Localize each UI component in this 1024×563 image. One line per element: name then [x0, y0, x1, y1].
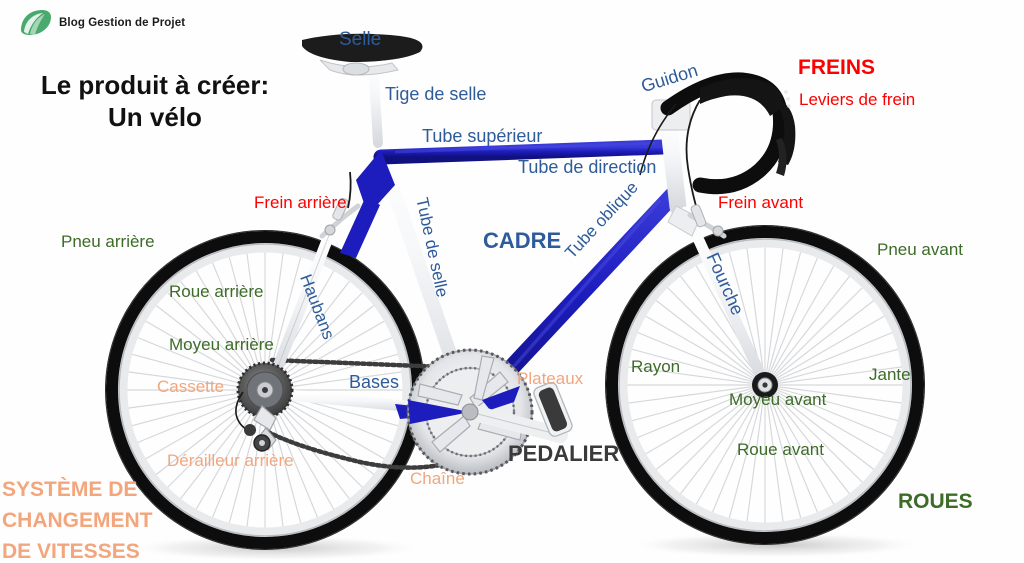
- rear-derailleur: [235, 391, 277, 452]
- front-rim: [618, 238, 912, 532]
- seat-post: [368, 57, 383, 148]
- page-title: Le produit à créer: Un vélo: [10, 70, 300, 133]
- label-tige-de-selle: Tige de selle: [385, 84, 487, 104]
- label-tube-superieur: Tube supérieur: [422, 126, 543, 146]
- bar-hood: [700, 77, 783, 116]
- group-label-roues: ROUES: [898, 490, 973, 513]
- label-selle: Selle: [339, 29, 382, 50]
- label-bases: Bases: [349, 372, 400, 392]
- brand-logo[interactable]: Blog Gestion de Projet: [18, 8, 185, 38]
- brand-name: Blog Gestion de Projet: [59, 17, 186, 29]
- fork-blade: [680, 206, 771, 391]
- front-brake: [687, 204, 727, 239]
- label-roue-arriere: Roue arrière: [169, 282, 264, 301]
- group-label-pedalier: PEDALIER: [508, 441, 620, 466]
- title-line-1: Le produit à créer:: [40, 70, 270, 100]
- front-hub: [752, 372, 778, 398]
- saddle-clamp: [342, 62, 370, 76]
- bottom-bracket: [461, 403, 479, 421]
- label-cassette: Cassette: [157, 377, 225, 396]
- group-label-vitesses-line3: DE VITESSES: [2, 540, 140, 563]
- crank-blue-accent-right: [482, 386, 520, 410]
- label-pneu-arriere: Pneu arrière: [61, 232, 155, 251]
- group-label-vitesses-line1: SYSTÈME DE: [2, 478, 138, 501]
- group-label-freins: FREINS: [798, 56, 876, 79]
- group-label-vitesses-line2: CHANGEMENT: [2, 509, 153, 532]
- rear-brake-cable: [639, 103, 677, 176]
- head-tube: [659, 111, 687, 216]
- brake-lever-blade: [776, 138, 787, 176]
- label-leviers-de-frein: Leviers de frein: [799, 90, 916, 109]
- crankset: [406, 348, 573, 476]
- green-leaf-logo-icon: [21, 10, 51, 35]
- top-tube: [373, 139, 670, 165]
- label-moyeu-avant: Moyeu avant: [729, 390, 827, 409]
- pedal: [533, 382, 573, 437]
- label-derailleur-arriere: Dérailleur arrière: [167, 451, 294, 470]
- crank-spider: [417, 355, 523, 453]
- label-roue-avant: Roue avant: [737, 440, 824, 459]
- brake-lever-body: [774, 100, 796, 165]
- label-frein-avant: Frein avant: [718, 193, 804, 212]
- rear-rim: [118, 243, 412, 537]
- front-tire: [606, 226, 924, 544]
- group-label-cadre: CADRE: [483, 228, 562, 253]
- label-frein-arriere: Frein arrière: [254, 193, 347, 212]
- label-pneu-avant: Pneu avant: [877, 240, 964, 259]
- cassette-group: [236, 361, 294, 419]
- label-rayon: Rayon: [631, 357, 681, 376]
- rear-brake: [319, 171, 361, 239]
- front-shadow: [625, 532, 925, 558]
- saddle: [302, 33, 423, 62]
- label-tube-de-direction: Tube de direction: [518, 157, 657, 177]
- label-chaine: Chaîne: [410, 469, 465, 488]
- upper-seat-stay-blue: [340, 196, 380, 258]
- label-jante: Jante: [869, 365, 911, 384]
- title-line-2: Un vélo: [108, 101, 202, 132]
- crank-blue-accent-left: [408, 400, 470, 424]
- label-plateaux: Plateaux: [517, 369, 584, 388]
- label-moyeu-arriere: Moyeu arrière: [169, 335, 274, 354]
